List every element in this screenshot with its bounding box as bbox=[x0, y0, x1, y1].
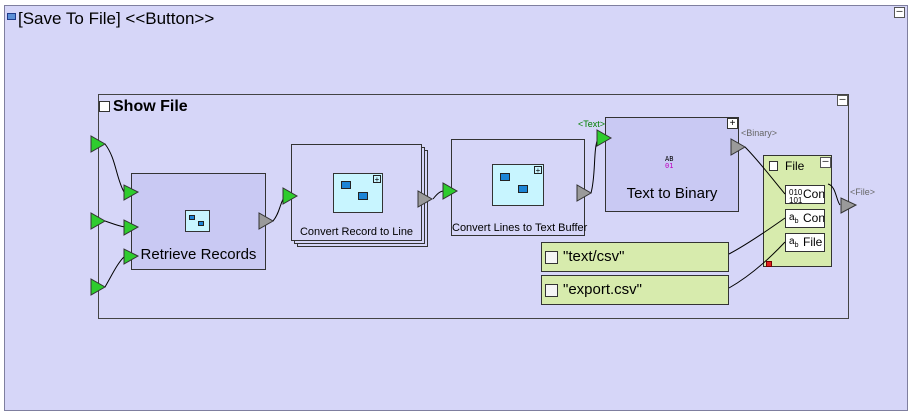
text-port-label: <Text> bbox=[578, 119, 606, 129]
subflow-icon: + bbox=[333, 173, 383, 213]
node-label: Convert Record to Line bbox=[299, 226, 414, 238]
input-port bbox=[123, 248, 140, 265]
input-port bbox=[442, 182, 459, 200]
file-item-label: Con bbox=[803, 187, 825, 201]
file-block-title: File bbox=[785, 159, 805, 173]
outer-title: [Save To File] <<Button>> bbox=[18, 9, 215, 28]
output-port bbox=[417, 190, 434, 208]
text-type-icon: ab bbox=[789, 236, 799, 250]
output-port bbox=[576, 184, 593, 202]
collapse-icon[interactable] bbox=[7, 13, 16, 20]
mime-type-text: "text/csv" bbox=[563, 248, 625, 265]
connector bbox=[104, 143, 125, 193]
binary-port-label: <Binary> bbox=[741, 128, 778, 138]
file-port-label: <File> bbox=[850, 187, 876, 197]
input-port bbox=[123, 219, 140, 236]
output-port bbox=[258, 212, 275, 230]
convert-lines-node[interactable]: + Convert Lines to Text Buffer bbox=[451, 139, 588, 236]
connector bbox=[728, 217, 786, 255]
subflow-icon bbox=[185, 210, 210, 232]
connector bbox=[827, 183, 841, 206]
input-port bbox=[596, 129, 613, 147]
output-port bbox=[840, 197, 858, 214]
error-icon bbox=[766, 261, 772, 267]
input-port bbox=[282, 187, 299, 205]
document-icon bbox=[769, 161, 778, 171]
input-port bbox=[90, 278, 107, 296]
window-icon bbox=[99, 101, 110, 112]
connector bbox=[104, 255, 126, 288]
output-port bbox=[730, 138, 747, 156]
input-port bbox=[90, 212, 107, 230]
node-label: Text to Binary bbox=[626, 185, 718, 202]
constant-icon bbox=[545, 251, 558, 264]
connector bbox=[432, 190, 445, 200]
node-label: Convert Lines to Text Buffer bbox=[452, 222, 588, 234]
connector bbox=[728, 241, 786, 289]
file-mime-input[interactable]: ab Con bbox=[785, 209, 825, 228]
input-port bbox=[123, 184, 140, 201]
minimize-button[interactable]: – bbox=[820, 157, 831, 168]
minimize-button[interactable]: – bbox=[837, 95, 848, 106]
file-item-label: File bbox=[803, 235, 823, 249]
mime-type-value[interactable]: "text/csv" bbox=[541, 242, 729, 272]
constant-icon bbox=[545, 284, 558, 297]
file-name-input[interactable]: ab File bbox=[785, 233, 825, 252]
input-port bbox=[90, 135, 107, 153]
show-file-title: Show File bbox=[113, 98, 188, 115]
connector bbox=[104, 220, 126, 228]
text-type-icon: ab bbox=[789, 212, 799, 226]
expand-icon[interactable]: + bbox=[727, 118, 738, 129]
connector bbox=[744, 146, 786, 195]
convert-record-node[interactable]: + Convert Record to Line bbox=[291, 144, 422, 241]
minimize-button[interactable]: – bbox=[894, 7, 905, 18]
filename-text: "export.csv" bbox=[563, 281, 643, 298]
filename-value[interactable]: "export.csv" bbox=[541, 275, 729, 305]
subflow-icon: + bbox=[492, 164, 544, 206]
node-label: Retrieve Records bbox=[140, 246, 257, 263]
file-item-label: Con bbox=[803, 211, 825, 225]
